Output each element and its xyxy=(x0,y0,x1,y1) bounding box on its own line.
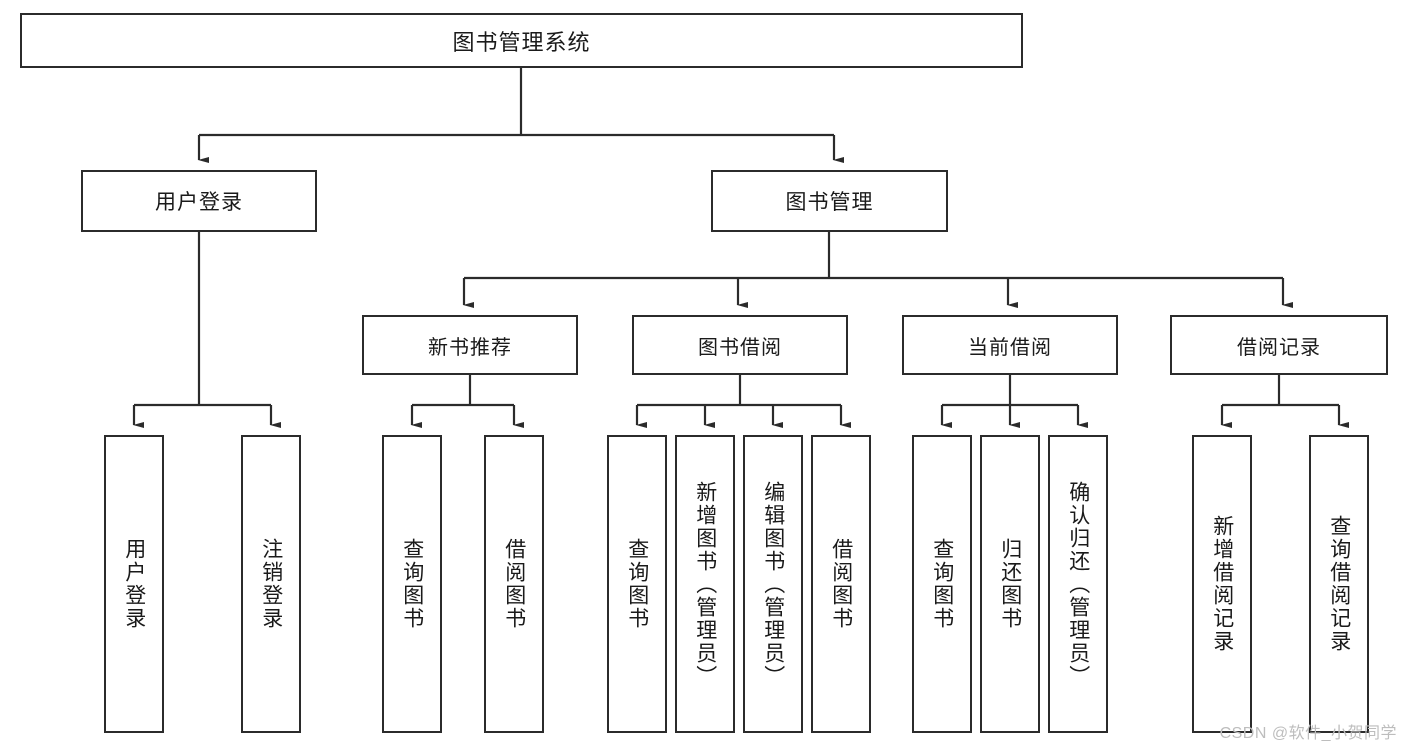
node-book-manage-label: 图书管理 xyxy=(785,191,874,214)
node-user-login[interactable]: 用户登录 xyxy=(81,170,317,232)
node-book-borrow-label: 图书借阅 xyxy=(698,336,782,359)
node-current-borrow[interactable]: 当前借阅 xyxy=(902,315,1118,375)
leaf-edit-book-admin-label: 编辑图书（管理员） xyxy=(761,480,785,688)
node-borrow-record-label: 借阅记录 xyxy=(1237,336,1321,359)
leaf-logout-label: 注销登录 xyxy=(259,538,283,630)
leaf-add-book-admin[interactable]: 新增图书（管理员） xyxy=(675,435,735,733)
leaf-query-borrow-record[interactable]: 查询借阅记录 xyxy=(1309,435,1369,733)
node-book-manage[interactable]: 图书管理 xyxy=(711,170,948,232)
leaf-add-book-admin-label: 新增图书（管理员） xyxy=(693,480,717,688)
leaf-logout[interactable]: 注销登录 xyxy=(241,435,301,733)
node-new-book-rec[interactable]: 新书推荐 xyxy=(362,315,578,375)
leaf-query-book-rec[interactable]: 查询图书 xyxy=(382,435,442,733)
leaf-query-book-current-label: 查询图书 xyxy=(930,538,954,630)
node-borrow-record[interactable]: 借阅记录 xyxy=(1170,315,1388,375)
leaf-borrow-book-rec[interactable]: 借阅图书 xyxy=(484,435,544,733)
leaf-query-borrow-record-label: 查询借阅记录 xyxy=(1327,515,1351,653)
leaf-borrow-book-label: 借阅图书 xyxy=(829,538,853,630)
node-current-borrow-label: 当前借阅 xyxy=(968,336,1052,359)
leaf-query-book-rec-label: 查询图书 xyxy=(400,538,424,630)
node-book-borrow[interactable]: 图书借阅 xyxy=(632,315,848,375)
leaf-return-book-label: 归还图书 xyxy=(998,538,1022,630)
leaf-query-book-current[interactable]: 查询图书 xyxy=(912,435,972,733)
leaf-return-book[interactable]: 归还图书 xyxy=(980,435,1040,733)
leaf-user-login[interactable]: 用户登录 xyxy=(104,435,164,733)
leaf-query-book-borrow[interactable]: 查询图书 xyxy=(607,435,667,733)
leaf-confirm-return-admin-label: 确认归还（管理员） xyxy=(1066,480,1090,688)
watermark-text: CSDN @软件_小贺同学 xyxy=(1219,725,1397,742)
node-user-login-label: 用户登录 xyxy=(155,191,243,214)
leaf-borrow-book[interactable]: 借阅图书 xyxy=(811,435,871,733)
leaf-query-book-borrow-label: 查询图书 xyxy=(625,538,649,630)
node-root-label: 图书管理系统 xyxy=(452,29,591,55)
node-new-book-rec-label: 新书推荐 xyxy=(428,336,512,359)
leaf-add-borrow-record[interactable]: 新增借阅记录 xyxy=(1192,435,1252,733)
leaf-borrow-book-rec-label: 借阅图书 xyxy=(502,538,526,630)
leaf-confirm-return-admin[interactable]: 确认归还（管理员） xyxy=(1048,435,1108,733)
leaf-add-borrow-record-label: 新增借阅记录 xyxy=(1210,515,1234,653)
node-root[interactable]: 图书管理系统 xyxy=(20,13,1023,68)
leaf-user-login-label: 用户登录 xyxy=(122,538,146,630)
leaf-edit-book-admin[interactable]: 编辑图书（管理员） xyxy=(743,435,803,733)
